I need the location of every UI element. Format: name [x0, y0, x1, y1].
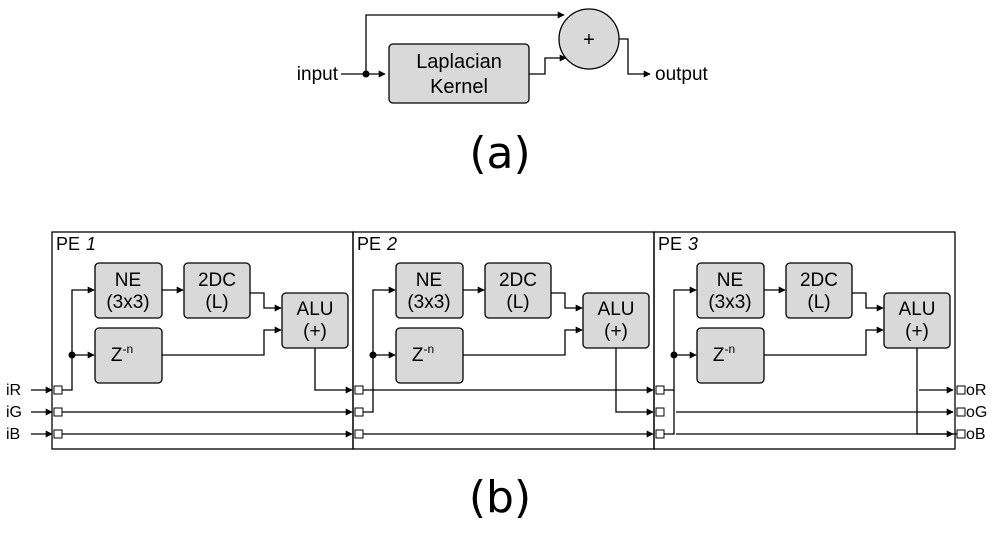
input-label: input — [297, 64, 339, 85]
kernel-label-line1: Laplacian — [416, 51, 502, 73]
wire-to-ne — [664, 286, 697, 391]
bypass-wire — [365, 11, 565, 74]
output-label-r: oR — [966, 382, 986, 399]
alu-label-line1: ALU — [598, 299, 635, 320]
pe-input-port-g — [354, 407, 364, 417]
alu-label-line1: ALU — [899, 299, 936, 320]
branch-dot — [68, 351, 76, 359]
output-port-g — [956, 407, 966, 417]
pe-1: PE 1NE(3x3) 2DC(L) Z-n ALU(+) — [51, 231, 354, 450]
delay-label-exponent: -n — [122, 342, 133, 356]
input-label-b: iB — [6, 426, 20, 443]
dc-label-line1: 2DC — [499, 270, 537, 291]
ne-label-line2: (3x3) — [106, 292, 149, 313]
ne-label-line2: (3x3) — [407, 292, 450, 313]
wire-2dc-to-alu — [250, 292, 282, 312]
pe-input-port-b — [655, 429, 665, 439]
wire-alu-output — [916, 348, 957, 435]
pe-title-number: 3 — [688, 234, 698, 254]
pe-title: PE 3 — [658, 234, 698, 254]
wire-alu-output — [314, 348, 353, 394]
pe-input-port-b — [354, 429, 364, 439]
wire-delay-to-alu — [764, 326, 884, 356]
output-label-g: oG — [966, 404, 987, 421]
output-label: output — [655, 64, 709, 85]
ne-label-line1: NE — [717, 270, 743, 291]
wire-2dc-to-alu — [551, 292, 583, 312]
delay-label-exponent: -n — [724, 342, 735, 356]
wire-to-ne — [62, 286, 95, 391]
output-port-r — [956, 385, 966, 395]
wire-delay-to-alu — [162, 326, 282, 356]
diagram-a: input Laplacian Kernel + output (a) — [297, 8, 709, 179]
pe-title-prefix: PE — [658, 234, 682, 254]
wire-2dc-to-alu — [852, 292, 884, 312]
caption-a: (a) — [469, 128, 530, 179]
dc-label-line2: (L) — [205, 292, 228, 313]
pe-title-number: 2 — [386, 234, 397, 254]
delay-label: Z-n — [412, 342, 434, 366]
delay-label-base: Z — [111, 345, 123, 366]
wire-pass-to-r — [664, 390, 675, 435]
pe-input-port-r — [655, 385, 665, 395]
dc-block — [183, 262, 251, 319]
alu-label-line2: (+) — [604, 321, 628, 342]
ne-label-line2: (3x3) — [708, 292, 751, 313]
pe-title: PE 1 — [56, 234, 96, 254]
pe-input-port-g — [655, 407, 665, 417]
branch-dot — [670, 351, 678, 359]
dc-label-line1: 2DC — [800, 270, 838, 291]
output-port-b — [956, 429, 966, 439]
delay-label-exponent: -n — [423, 342, 434, 356]
adder-symbol: + — [583, 29, 595, 51]
caption-b: (b) — [469, 472, 531, 523]
alu-label-line2: (+) — [303, 321, 327, 342]
output-label-b: oB — [966, 426, 986, 443]
pe-3: PE 3NE(3x3) 2DC(L) Z-n ALU(+) — [653, 231, 957, 450]
dc-label-line2: (L) — [506, 292, 529, 313]
pe-title-number: 1 — [86, 234, 96, 254]
input-label-g: iG — [6, 404, 22, 421]
pe-input-port-r — [53, 385, 63, 395]
dc-label-line1: 2DC — [198, 270, 236, 291]
input-label-r: iR — [6, 382, 21, 399]
pe-input-port-r — [354, 385, 364, 395]
pe-title-prefix: PE — [56, 234, 80, 254]
pe-frame — [653, 231, 956, 450]
pe-input-port-b — [53, 429, 63, 439]
dc-label-line2: (L) — [807, 292, 830, 313]
delay-label-base: Z — [713, 345, 725, 366]
wire-to-ne — [363, 286, 396, 391]
delay-label-base: Z — [412, 345, 424, 366]
dc-block — [785, 262, 853, 319]
wire-pass-to-r — [363, 386, 654, 413]
dc-block — [484, 262, 552, 319]
output-wire — [619, 38, 651, 78]
wire-alu-output — [615, 348, 654, 416]
delay-label: Z-n — [713, 342, 735, 366]
branch-dot — [369, 351, 377, 359]
pe-input-port-g — [53, 407, 63, 417]
wire-delay-to-alu — [463, 326, 583, 356]
alu-label-line2: (+) — [905, 321, 929, 342]
delay-label: Z-n — [111, 342, 133, 366]
kernel-label-line2: Kernel — [430, 76, 488, 98]
ne-label-line1: NE — [115, 270, 141, 291]
kernel-to-adder-wire — [529, 54, 567, 75]
pe-title-prefix: PE — [357, 234, 381, 254]
ne-label-line1: NE — [416, 270, 442, 291]
alu-label-line1: ALU — [297, 299, 334, 320]
